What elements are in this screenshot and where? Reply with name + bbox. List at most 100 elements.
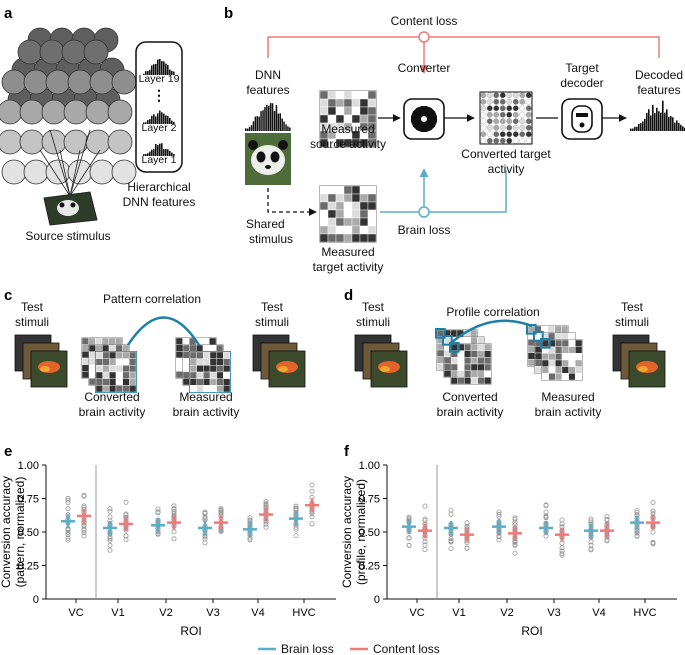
histogram-bar <box>155 144 157 156</box>
converted-grid-cell <box>506 137 513 144</box>
dnn-features-label-2: features <box>246 83 289 97</box>
measured-d-sheet-cell <box>555 346 563 354</box>
histogram-bar <box>171 70 173 75</box>
layer-19-label: Layer 19 <box>139 73 180 85</box>
converted-grid-cell <box>480 118 487 125</box>
source-grid-cell <box>359 106 369 116</box>
test-stimuli-stack-left <box>14 334 68 388</box>
histogram-bar <box>149 151 151 156</box>
converted-c-sheet-cell <box>108 344 116 352</box>
measured-d-sheet-cell <box>547 325 555 333</box>
target-grid-cell <box>351 217 361 227</box>
test-stimuli-d-left-2: stimuli <box>356 315 390 329</box>
chart-f-data-point <box>496 513 502 519</box>
converted-c-sheet-cell <box>122 351 130 359</box>
converted-c-sheet-cell <box>115 365 123 373</box>
target-grid-cell <box>351 201 361 211</box>
source-grid-cell <box>327 98 337 108</box>
chart-f-data-point <box>448 546 454 552</box>
network-connection <box>59 149 71 197</box>
source-grid-cell <box>335 98 345 108</box>
gear-icon <box>410 105 438 133</box>
converted-d-sheet-cell <box>457 370 465 378</box>
converted-grid-cell <box>499 92 506 99</box>
measured-d-sheet-cell <box>534 359 542 367</box>
histogram-bar <box>634 126 636 131</box>
measured-d-sheet-cell <box>561 332 569 340</box>
source-stimulus-image <box>43 191 98 226</box>
converted-d-sheet-cell <box>464 343 472 351</box>
histogram-bar <box>165 63 167 75</box>
chart-f-data-point <box>604 516 610 522</box>
measured-d-sheet-cell <box>555 359 563 367</box>
measured-d-sheet-cell <box>575 359 583 367</box>
converted-c-sheet-cell <box>102 378 110 386</box>
source-grid-cell <box>327 90 337 100</box>
source-grid-cell <box>367 138 377 148</box>
test-stimuli-d-right-2: stimuli <box>615 315 649 329</box>
converted-grid-cell <box>512 105 519 112</box>
chart-f-data-point <box>559 517 565 523</box>
histogram-bar <box>277 113 280 131</box>
source-grid-cell <box>343 98 353 108</box>
converted-grid-cell <box>480 92 487 99</box>
source-grid-cell <box>367 90 377 100</box>
layer-2-label: Layer 2 <box>141 122 176 134</box>
measured-d-sheet-cell <box>575 373 583 381</box>
converted-d-sheet-cell <box>477 363 485 371</box>
histogram-bar <box>660 112 662 131</box>
target-grid-cell <box>319 209 329 219</box>
chart-e-data-point <box>309 514 315 520</box>
measured-d-sheet-cell <box>575 339 583 347</box>
histogram-bar <box>245 128 247 131</box>
converted-grid-cell <box>525 118 532 125</box>
converted-grid-cell <box>486 124 493 131</box>
source-grid-cell <box>343 106 353 116</box>
measured-c-sheet-cell <box>182 371 190 379</box>
measured-d-sheet-cell <box>568 373 576 381</box>
histogram-bar <box>264 107 266 131</box>
measured-d-sheet-cell <box>527 352 535 360</box>
dnn-features-label-1: DNN <box>255 68 281 82</box>
chart-e-data-point <box>171 503 177 509</box>
converted-target-label-1: Converted target <box>461 147 551 161</box>
histogram-bar <box>285 124 287 131</box>
chart-e-xlabel: ROI <box>180 624 201 638</box>
histogram-bar <box>171 152 173 156</box>
chart-f-data-point <box>406 535 412 541</box>
source-grid-cell <box>335 90 345 100</box>
converted-grid-cell <box>525 111 532 118</box>
converted-label-c-2: brain activity <box>79 405 146 419</box>
converted-grid-cell <box>525 98 532 105</box>
content-loss-label: Content loss <box>391 14 458 28</box>
target-grid-cell <box>367 217 377 227</box>
network-node <box>63 99 89 125</box>
converted-d-sheet-cell <box>484 357 492 365</box>
converted-c-sheet-cell <box>122 365 130 373</box>
decoded-features-label-2: features <box>637 83 680 97</box>
histogram-bar <box>271 103 274 131</box>
measured-source-label-2: source activity <box>310 137 386 151</box>
histogram-bar <box>147 71 149 75</box>
converted-c-sheet-cell <box>88 371 96 379</box>
chart-f-data-point <box>448 539 454 545</box>
network-connection <box>69 149 101 197</box>
converted-grid-cell <box>499 131 506 138</box>
chart-e-data-point <box>171 529 177 535</box>
test-stimuli-right-2: stimuli <box>255 315 289 329</box>
chart-e-data-point <box>107 542 113 548</box>
chart-f-x-tick-label: V4 <box>592 607 605 619</box>
target-decoder-label-2: decoder <box>560 76 603 90</box>
converted-grid-cell <box>493 137 500 144</box>
converted-d-profile-highlight <box>442 335 453 346</box>
chart-e-x-tick-label: HVC <box>292 607 315 619</box>
panda-image <box>245 133 291 185</box>
histogram-bar <box>275 105 278 131</box>
converted-c-sheet-cell <box>102 371 110 379</box>
measured-c-layer <box>189 351 231 393</box>
chart-f-data-point <box>422 503 428 509</box>
chart-e-data-point <box>247 537 253 543</box>
measured-c-sheet-cell <box>189 351 197 359</box>
converted-c-sheet-cell <box>122 378 130 386</box>
